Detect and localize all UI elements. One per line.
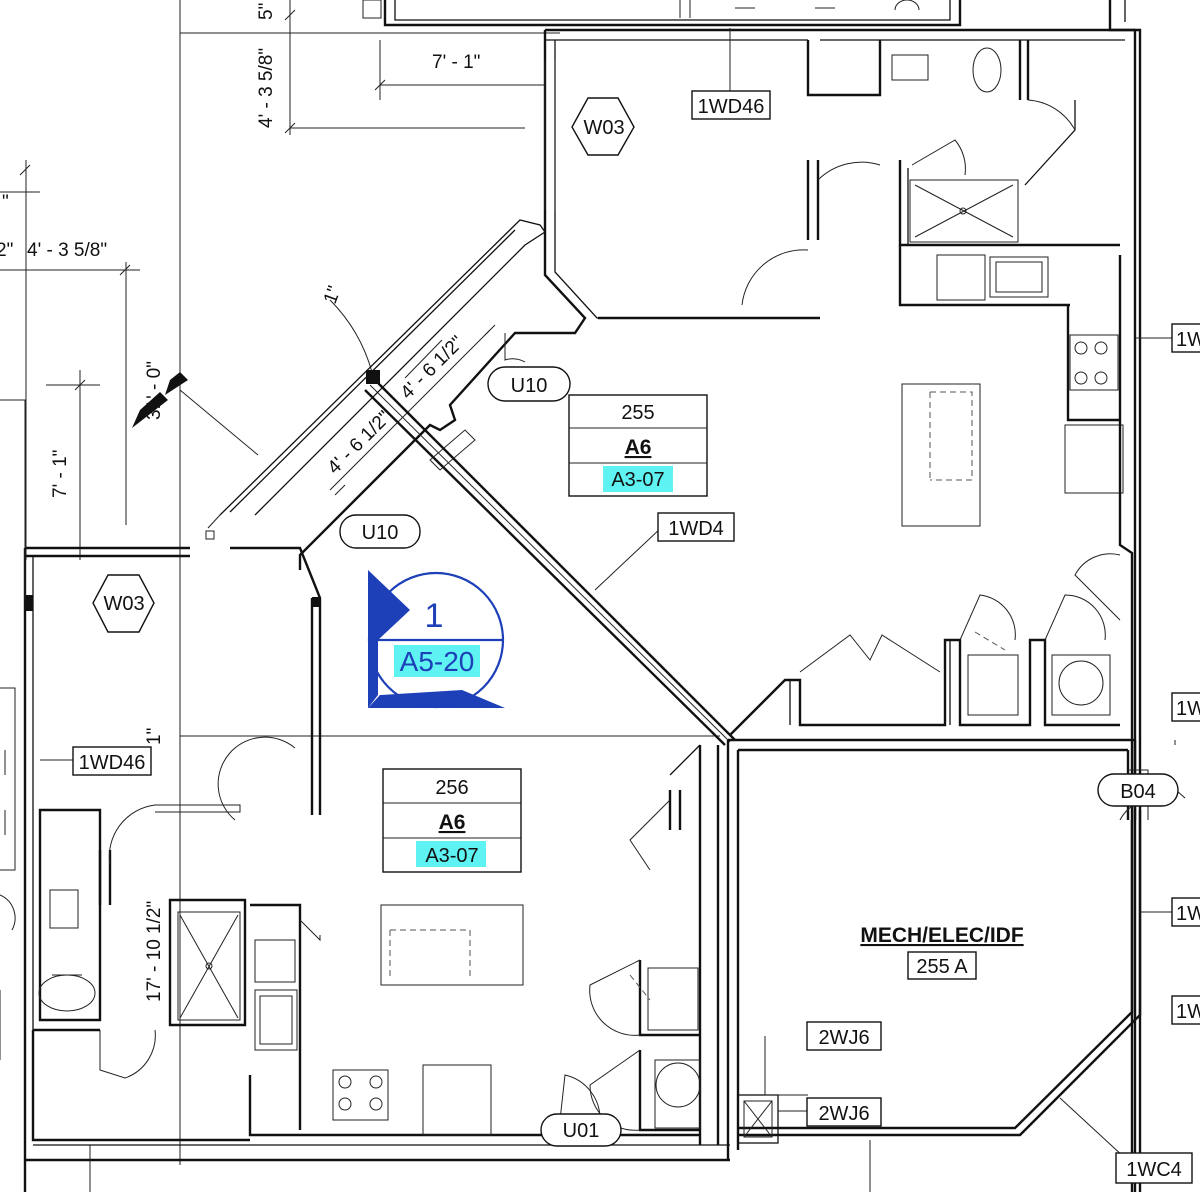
door-tag-label: U01 — [563, 1120, 600, 1142]
dim-left-top: " — [2, 192, 9, 213]
wall-tag-2wj6-upper: 2WJ6 — [806, 1021, 882, 1051]
dimension-lines — [0, 0, 720, 1165]
wall-tag-label: 1WD46 — [79, 752, 146, 774]
dim-7-1-left: 7' - 1" — [50, 450, 71, 498]
wall-tag-label: 2WJ6 — [818, 1103, 869, 1125]
door-tag-label: U10 — [362, 522, 399, 544]
wall-tag-label: 1WD46 — [698, 96, 765, 118]
dim-4-3-58-vert: 4' - 3 5/8" — [256, 48, 277, 128]
wall-tag-label: 1WD4 — [668, 518, 724, 540]
section-marker-number: 1 — [425, 597, 444, 635]
diagonal-wall — [205, 219, 736, 746]
wall-tag-label: 2WJ6 — [818, 1027, 869, 1049]
wall-tag-1w-a: 1W — [1171, 323, 1200, 353]
unit-255-closets — [729, 553, 1121, 736]
room-type: A6 — [625, 436, 652, 459]
section-marker: 1 A5-20 — [367, 570, 505, 709]
wall-tag-1wd46-lower: 1WD46 — [72, 746, 152, 776]
dim-1-left: 1" — [144, 728, 165, 745]
dim-2-left: 2" — [0, 240, 13, 261]
top-strip — [362, 0, 1142, 1192]
wall-tag-label: 1W — [1176, 698, 1200, 720]
dim-7-1-top: 7' - 1" — [432, 52, 480, 73]
window-tag-label: W03 — [583, 117, 624, 139]
wall-tag-1wd4: 1WD4 — [657, 512, 735, 542]
room-sheet-ref: A3-07 — [611, 469, 664, 491]
mech-room-name: MECH/ELEC/IDF — [860, 924, 1024, 947]
door-tag-u01: U01 — [540, 1113, 622, 1147]
wall-tag-label: 1WC4 — [1126, 1159, 1182, 1181]
section-marker-sheet: A5-20 — [400, 646, 475, 677]
unit-256-walls — [0, 399, 730, 1192]
wall-tag-label: 1W — [1176, 329, 1200, 351]
dim-4-6-12-b: 4' - 6 1/2" — [397, 332, 468, 403]
door-tag-label: B04 — [1120, 781, 1156, 803]
window-tag-w03-lower: W03 — [92, 574, 155, 633]
wall-tag-1w-b: 1W — [1171, 692, 1200, 722]
dim-4-6-12-a: 4' - 6 1/2" — [324, 407, 395, 478]
room-sheet-ref: A3-07 — [425, 845, 478, 867]
leader-lines — [40, 28, 1172, 913]
wall-tag-1w-d: 1W — [1171, 995, 1200, 1025]
wall-tag-1wc4: 1WC4 — [1115, 1152, 1193, 1184]
door-tag-b04: B04 — [1097, 773, 1179, 807]
dim-1-diag: 1" — [320, 283, 346, 306]
wall-tag-1w-c: 1W — [1171, 897, 1200, 927]
room-tag-255: 255 A6 A3-07 — [568, 394, 708, 497]
room-number: 255 — [621, 402, 654, 424]
window-tag-label: W03 — [103, 593, 144, 615]
wall-tag-label: 1W — [1176, 903, 1200, 925]
door-tag-u10-upper: U10 — [487, 366, 571, 402]
wall-tag-1wd46-upper: 1WD46 — [691, 90, 771, 120]
room-tag-256: 256 A6 A3-07 — [382, 768, 522, 873]
mech-room-tag: MECH/ELEC/IDF 255 A — [860, 924, 1024, 980]
room-number: 256 — [435, 777, 468, 799]
door-tag-u10-lower: U10 — [339, 514, 421, 549]
wall-tag-2wj6-lower: 2WJ6 — [806, 1097, 882, 1127]
door-tag-label: U10 — [511, 375, 548, 397]
dim-17-10-12: 17' - 10 1/2" — [144, 901, 165, 1002]
dim-4-3-58-left: 4' - 3 5/8" — [27, 240, 107, 261]
dim-5-top: 5" — [256, 3, 277, 20]
room-type: A6 — [439, 811, 466, 834]
window-tag-w03-upper: W03 — [571, 97, 635, 156]
wall-tag-label: 1W — [1176, 1001, 1200, 1023]
mech-room-number: 255 A — [916, 956, 968, 978]
